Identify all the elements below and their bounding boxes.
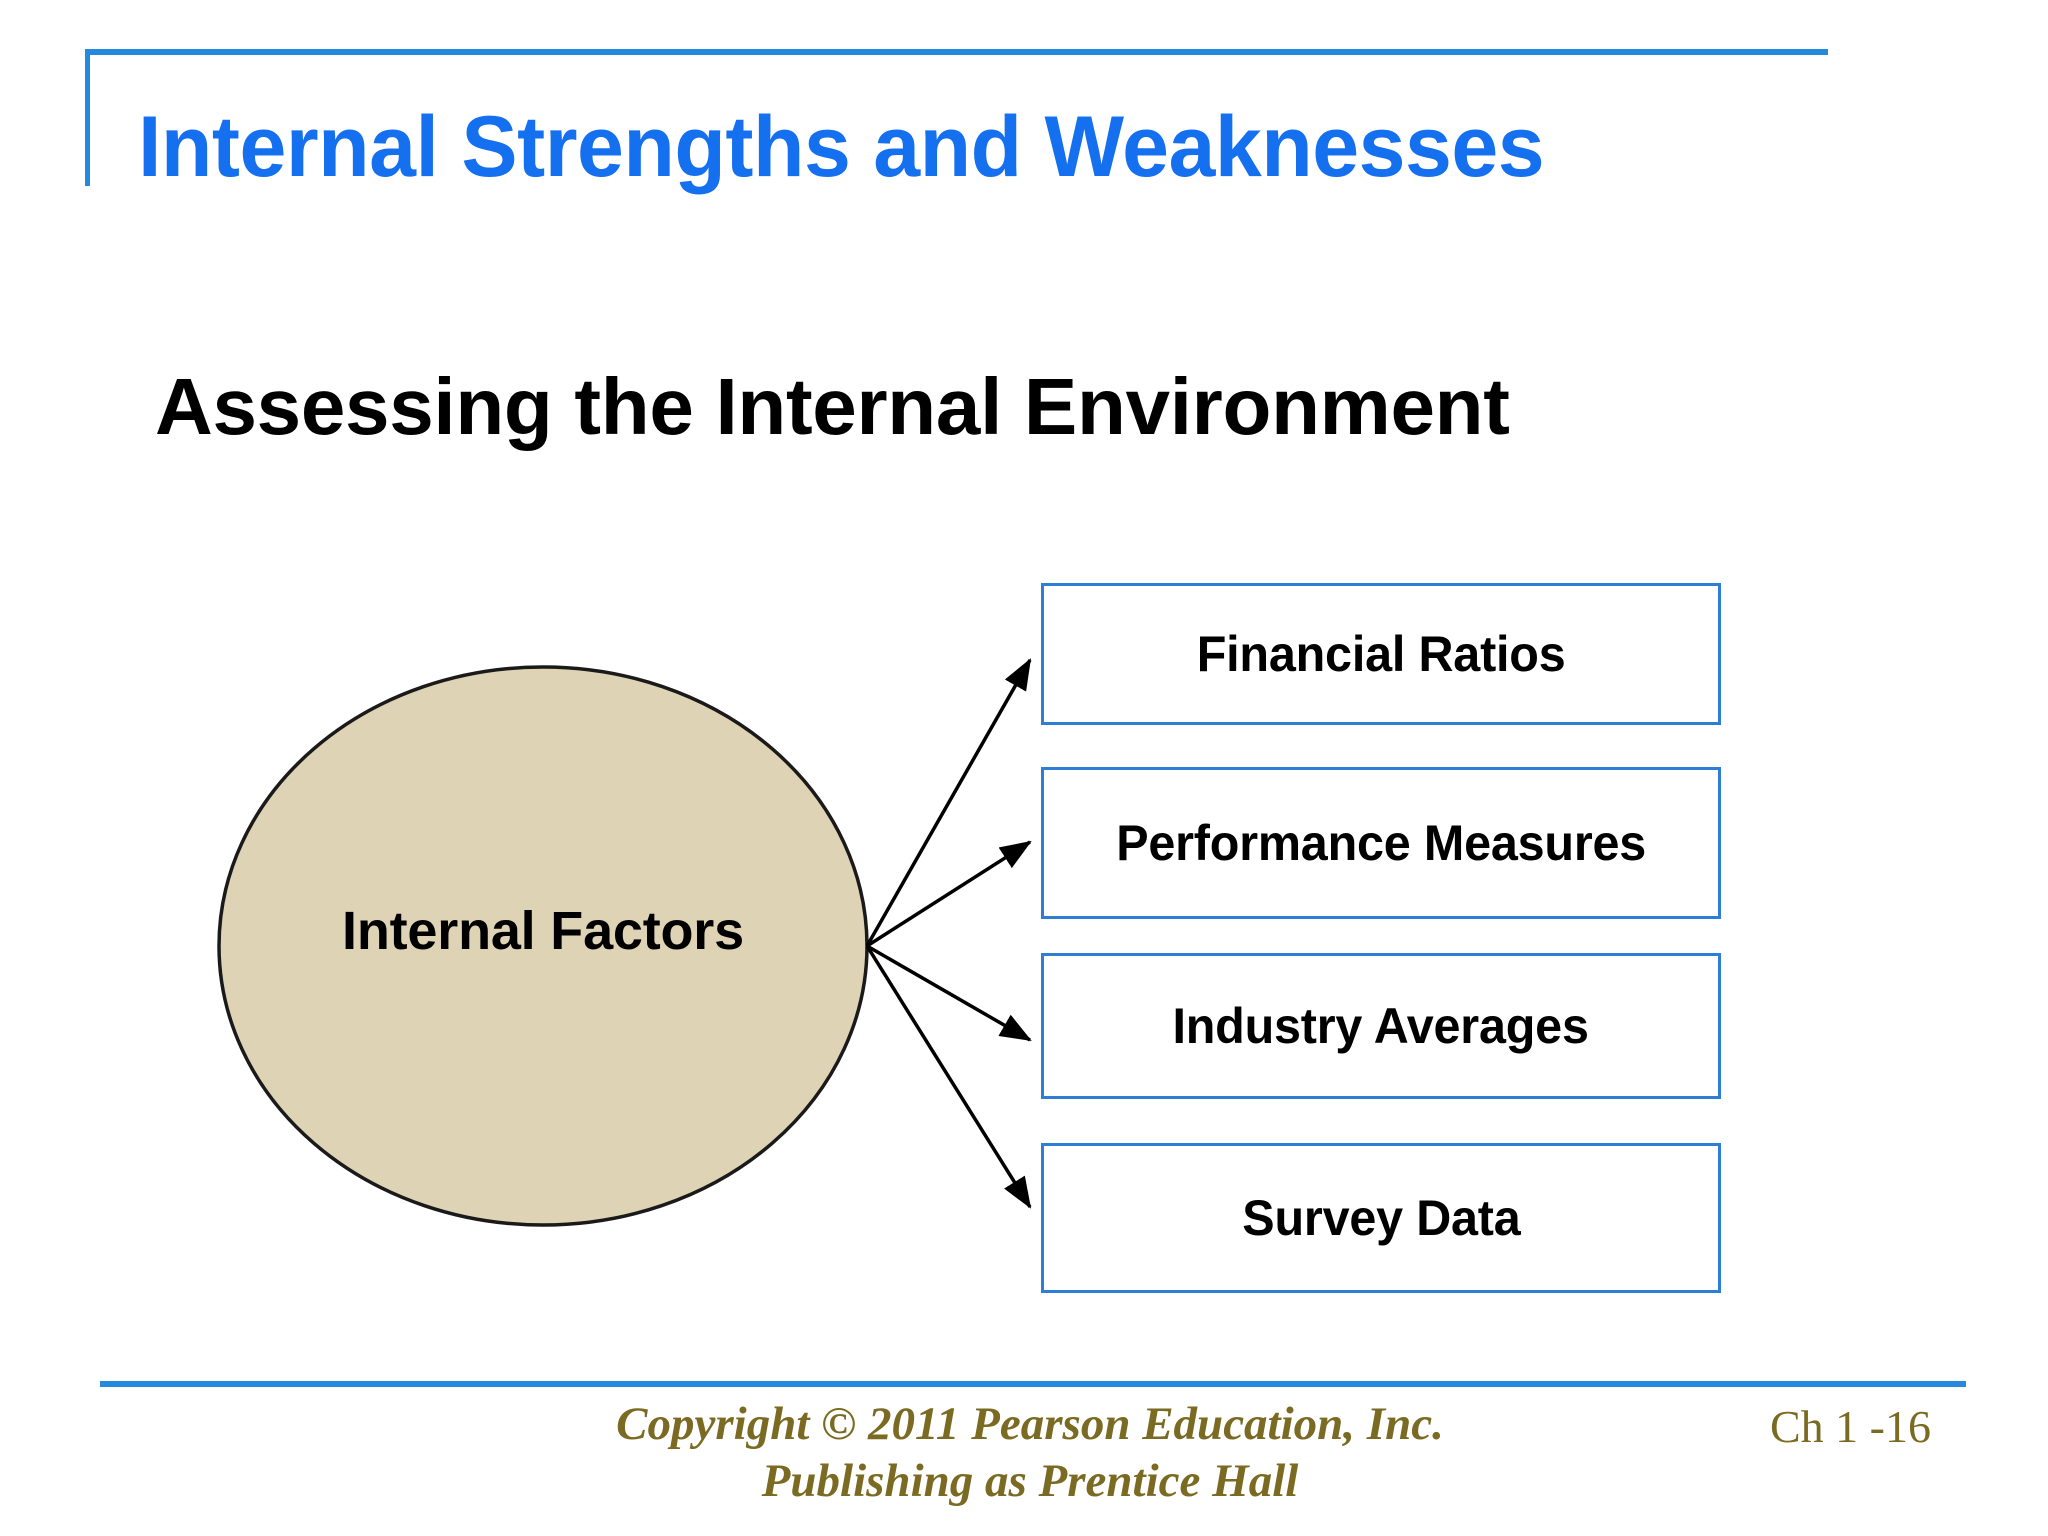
footer-copyright-line-2: Publishing as Prentice Hall (761, 1455, 1299, 1508)
page-title: Internal Strengths and Weaknesses (138, 99, 1545, 195)
node-box-performance-measures[interactable]: Performance Measures (1041, 767, 1721, 919)
header-rule-vertical (85, 49, 90, 186)
footer-copyright: Copyright © 2011 Pearson Education, Inc.… (340, 1396, 1720, 1511)
node-box-survey-data[interactable]: Survey Data (1041, 1143, 1721, 1293)
node-box-industry-averages[interactable]: Industry Averages (1041, 953, 1721, 1099)
node-box-label: Industry Averages (1172, 998, 1590, 1054)
connector-to-survey-data (865, 945, 1032, 1209)
node-box-label: Financial Ratios (1196, 626, 1566, 682)
node-box-label: Survey Data (1241, 1190, 1521, 1246)
footer-rule (100, 1381, 1966, 1387)
slide-subtitle: Assessing the Internal Environment (155, 362, 1510, 451)
node-box-label: Performance Measures (1116, 815, 1646, 871)
node-box-financial-ratios[interactable]: Financial Ratios (1041, 583, 1721, 725)
footer-copyright-line-1: Copyright © 2011 Pearson Education, Inc. (616, 1398, 1444, 1450)
internal-factors-label: Internal Factors (342, 901, 744, 961)
connector-to-performance-measures (866, 840, 1032, 948)
header-rule-horizontal (85, 49, 1828, 55)
connector-to-financial-ratios (865, 658, 1032, 947)
footer-chapter-number: Ch 1 -16 (1770, 1401, 1931, 1452)
connector-to-industry-averages (866, 944, 1032, 1042)
